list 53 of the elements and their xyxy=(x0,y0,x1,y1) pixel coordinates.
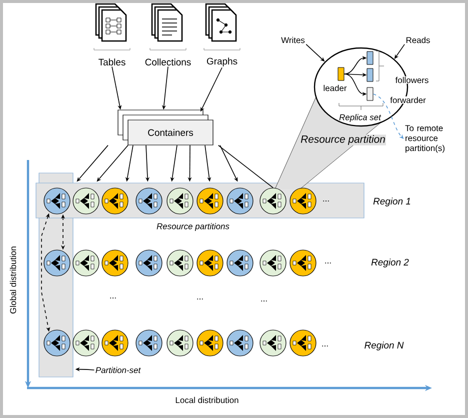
partition-circle xyxy=(44,250,70,276)
replica-role-label: forwarder xyxy=(390,96,426,104)
category-label: Graphs xyxy=(206,58,238,66)
region-label: Region 2 xyxy=(371,258,409,268)
text-label: To remote resource partition(s) xyxy=(405,125,444,153)
partition-circle xyxy=(102,250,128,276)
caption: Resource partitions xyxy=(156,223,230,231)
partition-label: Resource partition xyxy=(300,134,386,146)
partition-circle xyxy=(72,188,100,214)
text-label: Writes xyxy=(281,36,305,44)
replica-box xyxy=(366,87,374,101)
partition-circle xyxy=(226,330,254,356)
arrow xyxy=(372,94,404,139)
partition-circle xyxy=(102,188,128,214)
replica-box xyxy=(366,68,374,82)
partition-circle xyxy=(260,250,286,276)
partition-circle xyxy=(136,250,162,276)
partition-circle xyxy=(290,250,316,276)
partition-circle xyxy=(226,188,254,214)
ellipsis: ... xyxy=(261,300,267,302)
partition-circle xyxy=(226,250,254,276)
bracket-label: Replica set xyxy=(339,114,382,122)
bracket-label: followers xyxy=(394,76,430,84)
partition-circle xyxy=(44,330,70,356)
partition-circle xyxy=(290,188,316,214)
container-stack: Containers xyxy=(118,110,214,146)
ellipsis: ... xyxy=(325,262,331,264)
axis-label: Local distribution xyxy=(176,396,238,404)
partition-circle xyxy=(72,330,100,356)
partition-circle xyxy=(196,188,224,214)
partition-circle xyxy=(196,250,224,276)
category-label: Collections xyxy=(145,58,191,66)
axis-label: Global distribution xyxy=(10,246,16,314)
partition-circle xyxy=(290,330,316,356)
partition-circle xyxy=(72,250,100,276)
partition-circle xyxy=(136,188,162,214)
partition-circle xyxy=(102,330,128,356)
ellipsis: ... xyxy=(197,298,203,300)
replica-box xyxy=(366,51,374,65)
partition-circle xyxy=(166,330,194,356)
partition-circle xyxy=(44,188,70,214)
text-label: Reads xyxy=(406,36,430,44)
partition-circle xyxy=(260,330,286,356)
replica-box xyxy=(338,67,344,81)
category-label: Tables xyxy=(98,58,126,66)
partition-circle xyxy=(166,250,194,276)
region-label: Region N xyxy=(364,342,404,350)
region-label: Region 1 xyxy=(373,198,410,206)
partition-circle xyxy=(196,330,224,356)
text-label: Partition-set xyxy=(96,366,141,374)
partition-circle xyxy=(166,188,194,214)
partition-circle xyxy=(136,330,162,356)
partition-circle xyxy=(260,188,286,214)
